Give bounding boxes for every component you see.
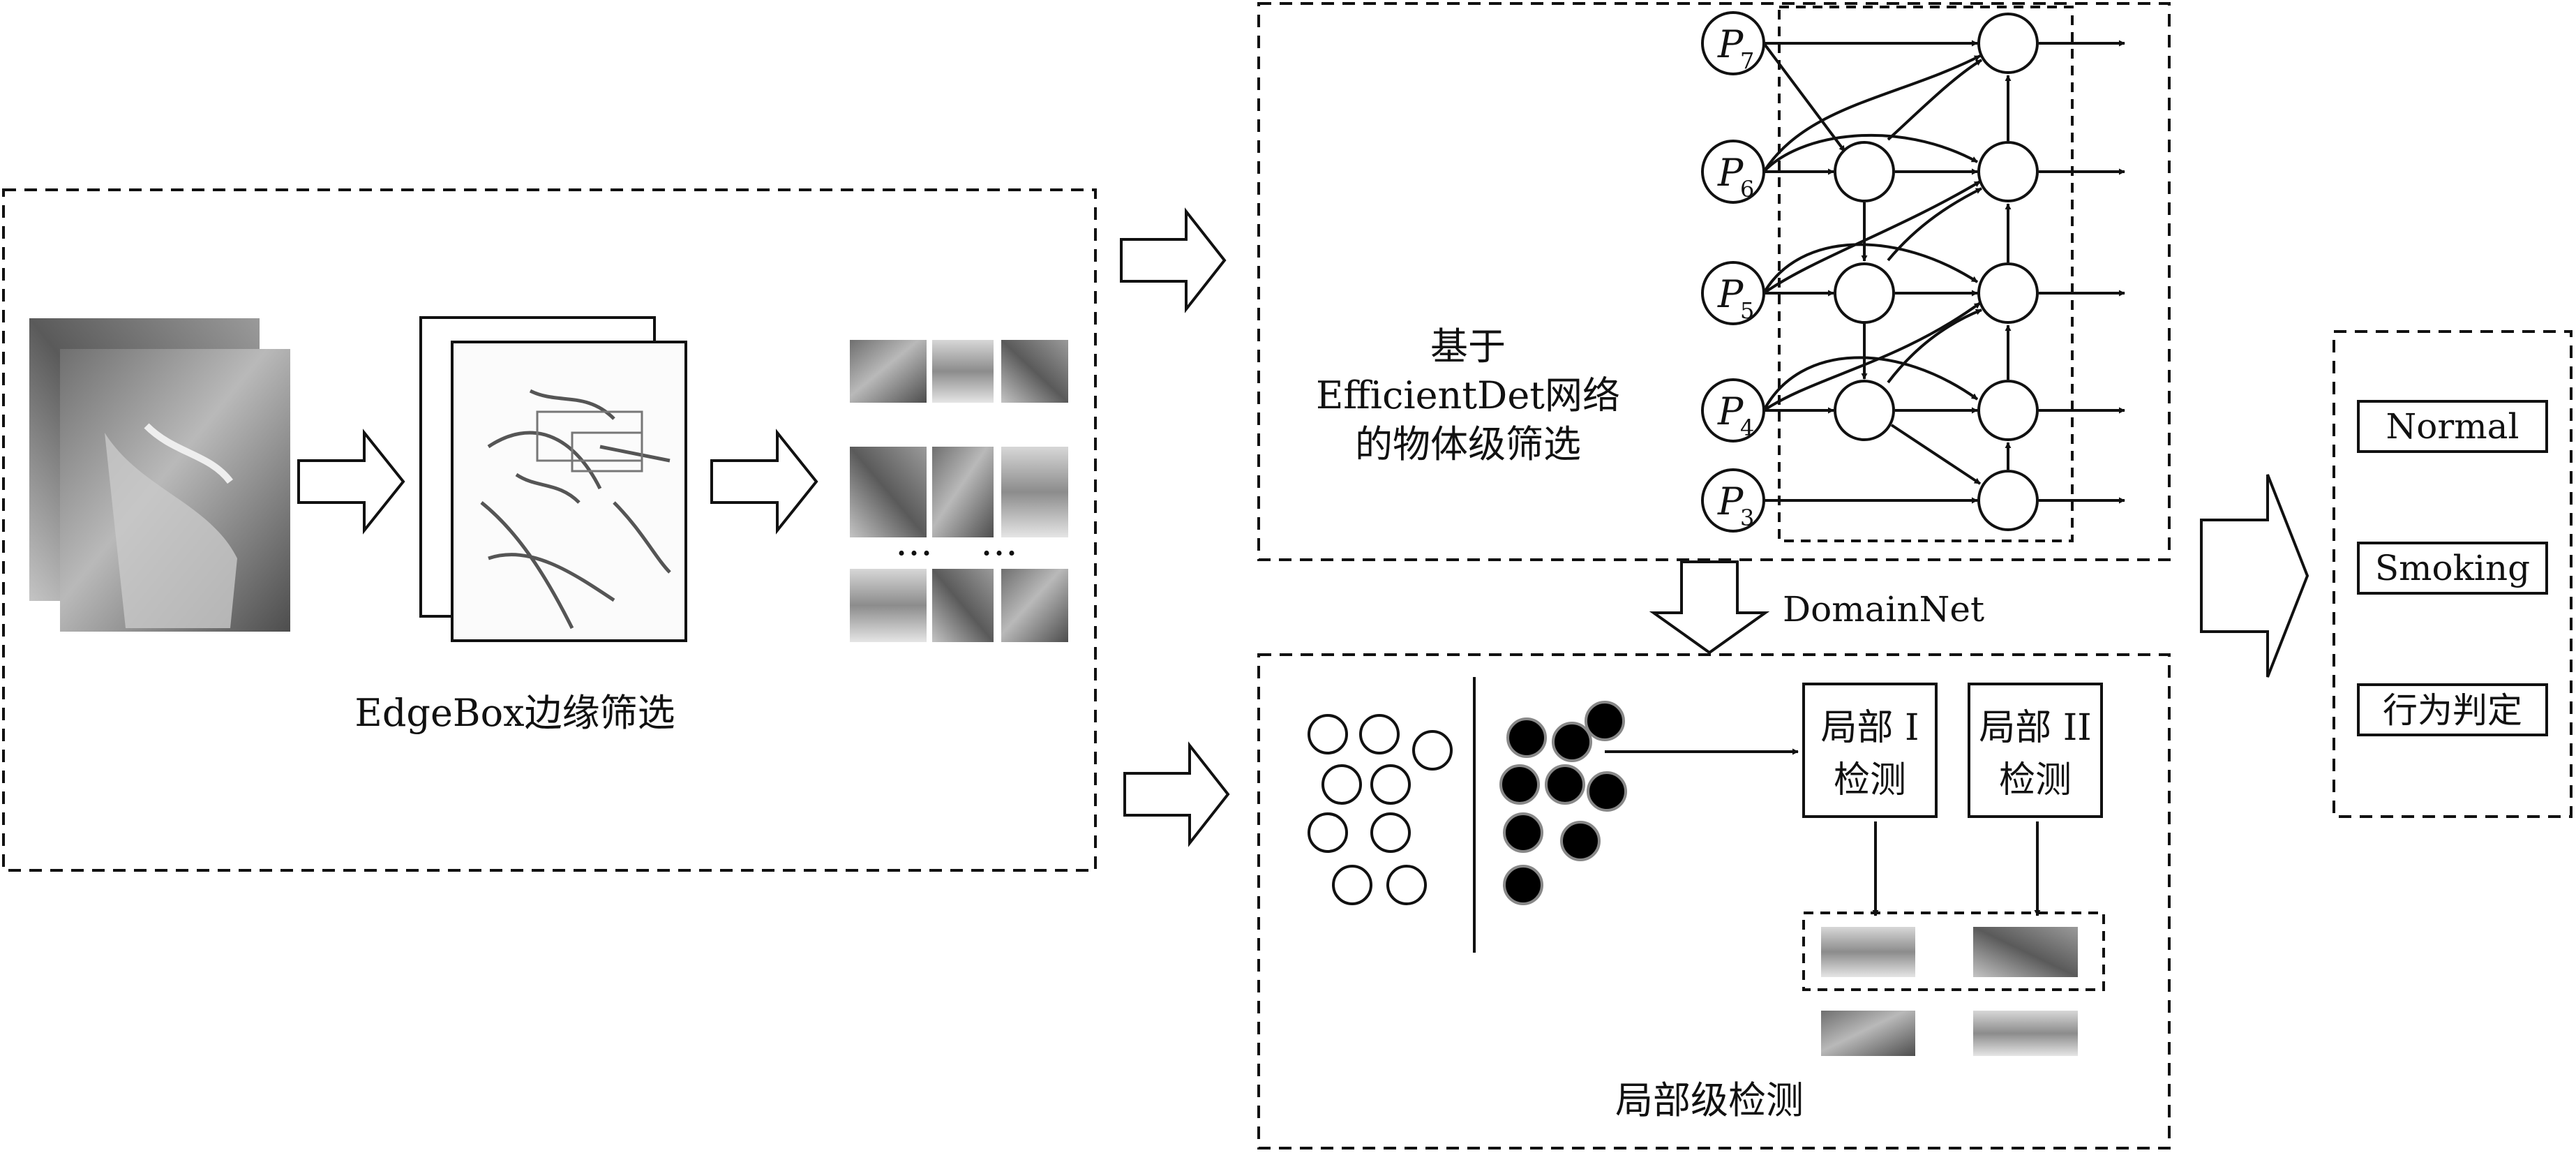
svg-text:P: P	[1717, 479, 1744, 523]
bifpn-input-node-p5: P 5	[1701, 261, 1765, 325]
flow-arrow-to-output	[2200, 474, 2309, 678]
domainnet-down-arrow	[1649, 560, 1770, 655]
svg-text:Normal: Normal	[2386, 406, 2519, 447]
part-level-stage-box	[1257, 653, 2171, 1150]
filled-sample-dots	[1499, 701, 1627, 905]
domainnet-label: DomainNet	[1783, 589, 1984, 630]
svg-text:5: 5	[1740, 297, 1754, 324]
edgebox-stage-box	[2, 188, 1097, 872]
svg-text:P: P	[1717, 22, 1744, 66]
output-stage-box	[2332, 330, 2573, 818]
hollow-sample-dots	[1308, 714, 1453, 905]
svg-text:检测: 检测	[1999, 759, 2072, 801]
flow-arrow-1	[297, 429, 405, 535]
part2-detector-box: 局部 II 检测	[1968, 683, 2103, 818]
flow-arrow-2	[710, 429, 818, 535]
output-normal: Normal	[2357, 400, 2548, 453]
input-image-stack	[29, 318, 290, 632]
svg-text:Smoking: Smoking	[2375, 548, 2530, 588]
svg-text:EfficientDet网络: EfficientDet网络	[1316, 373, 1620, 417]
svg-text:的物体级筛选: 的物体级筛选	[1355, 422, 1581, 466]
efficientdet-label: 基于 EfficientDet网络 的物体级筛选	[1316, 325, 1620, 466]
svg-text:P: P	[1717, 272, 1744, 316]
bifpn-input-node-p6: P 6	[1701, 140, 1765, 204]
svg-text:6: 6	[1740, 176, 1754, 202]
candidate-crops-grid	[850, 340, 1068, 642]
svg-text:检测: 检测	[1834, 759, 1906, 801]
output-behavior-judgement: 行为判定	[2357, 683, 2548, 736]
part-level-label: 局部级检测	[1615, 1078, 1804, 1122]
part1-detector-box: 局部 I 检测	[1802, 683, 1938, 818]
svg-text:P: P	[1717, 389, 1744, 433]
part-crops-dashed-box	[1802, 912, 2105, 991]
svg-text:基于: 基于	[1430, 325, 1506, 369]
bifpn-inner-box	[1778, 6, 2074, 542]
part-crop-images	[1821, 927, 2078, 1056]
flow-arrow-to-part-level	[1123, 741, 1230, 847]
ellipsis-right: …	[980, 520, 1018, 564]
ellipsis-left: …	[895, 520, 933, 564]
bifpn-edges	[1762, 40, 2125, 504]
bifpn-intermediate-nodes	[1834, 141, 1895, 441]
svg-text:7: 7	[1740, 47, 1754, 74]
svg-text:局部 II: 局部 II	[1979, 707, 2092, 749]
bifpn-input-node-p7: P 7	[1701, 11, 1765, 75]
output-smoking: Smoking	[2357, 542, 2548, 595]
svg-text:行为判定: 行为判定	[2383, 690, 2522, 731]
edgebox-label: EdgeBox边缘筛选	[354, 691, 675, 735]
bifpn-input-node-p4: P 4	[1701, 378, 1765, 442]
svg-text:4: 4	[1740, 415, 1754, 441]
svg-text:局部 I: 局部 I	[1820, 707, 1919, 749]
svg-text:P: P	[1717, 151, 1744, 195]
svg-text:3: 3	[1740, 505, 1754, 531]
bifpn-output-nodes	[1977, 13, 2039, 531]
flow-arrow-to-efficientdet	[1120, 207, 1227, 313]
bifpn-input-node-p3: P 3	[1701, 468, 1765, 533]
edge-map-stack	[419, 316, 687, 642]
